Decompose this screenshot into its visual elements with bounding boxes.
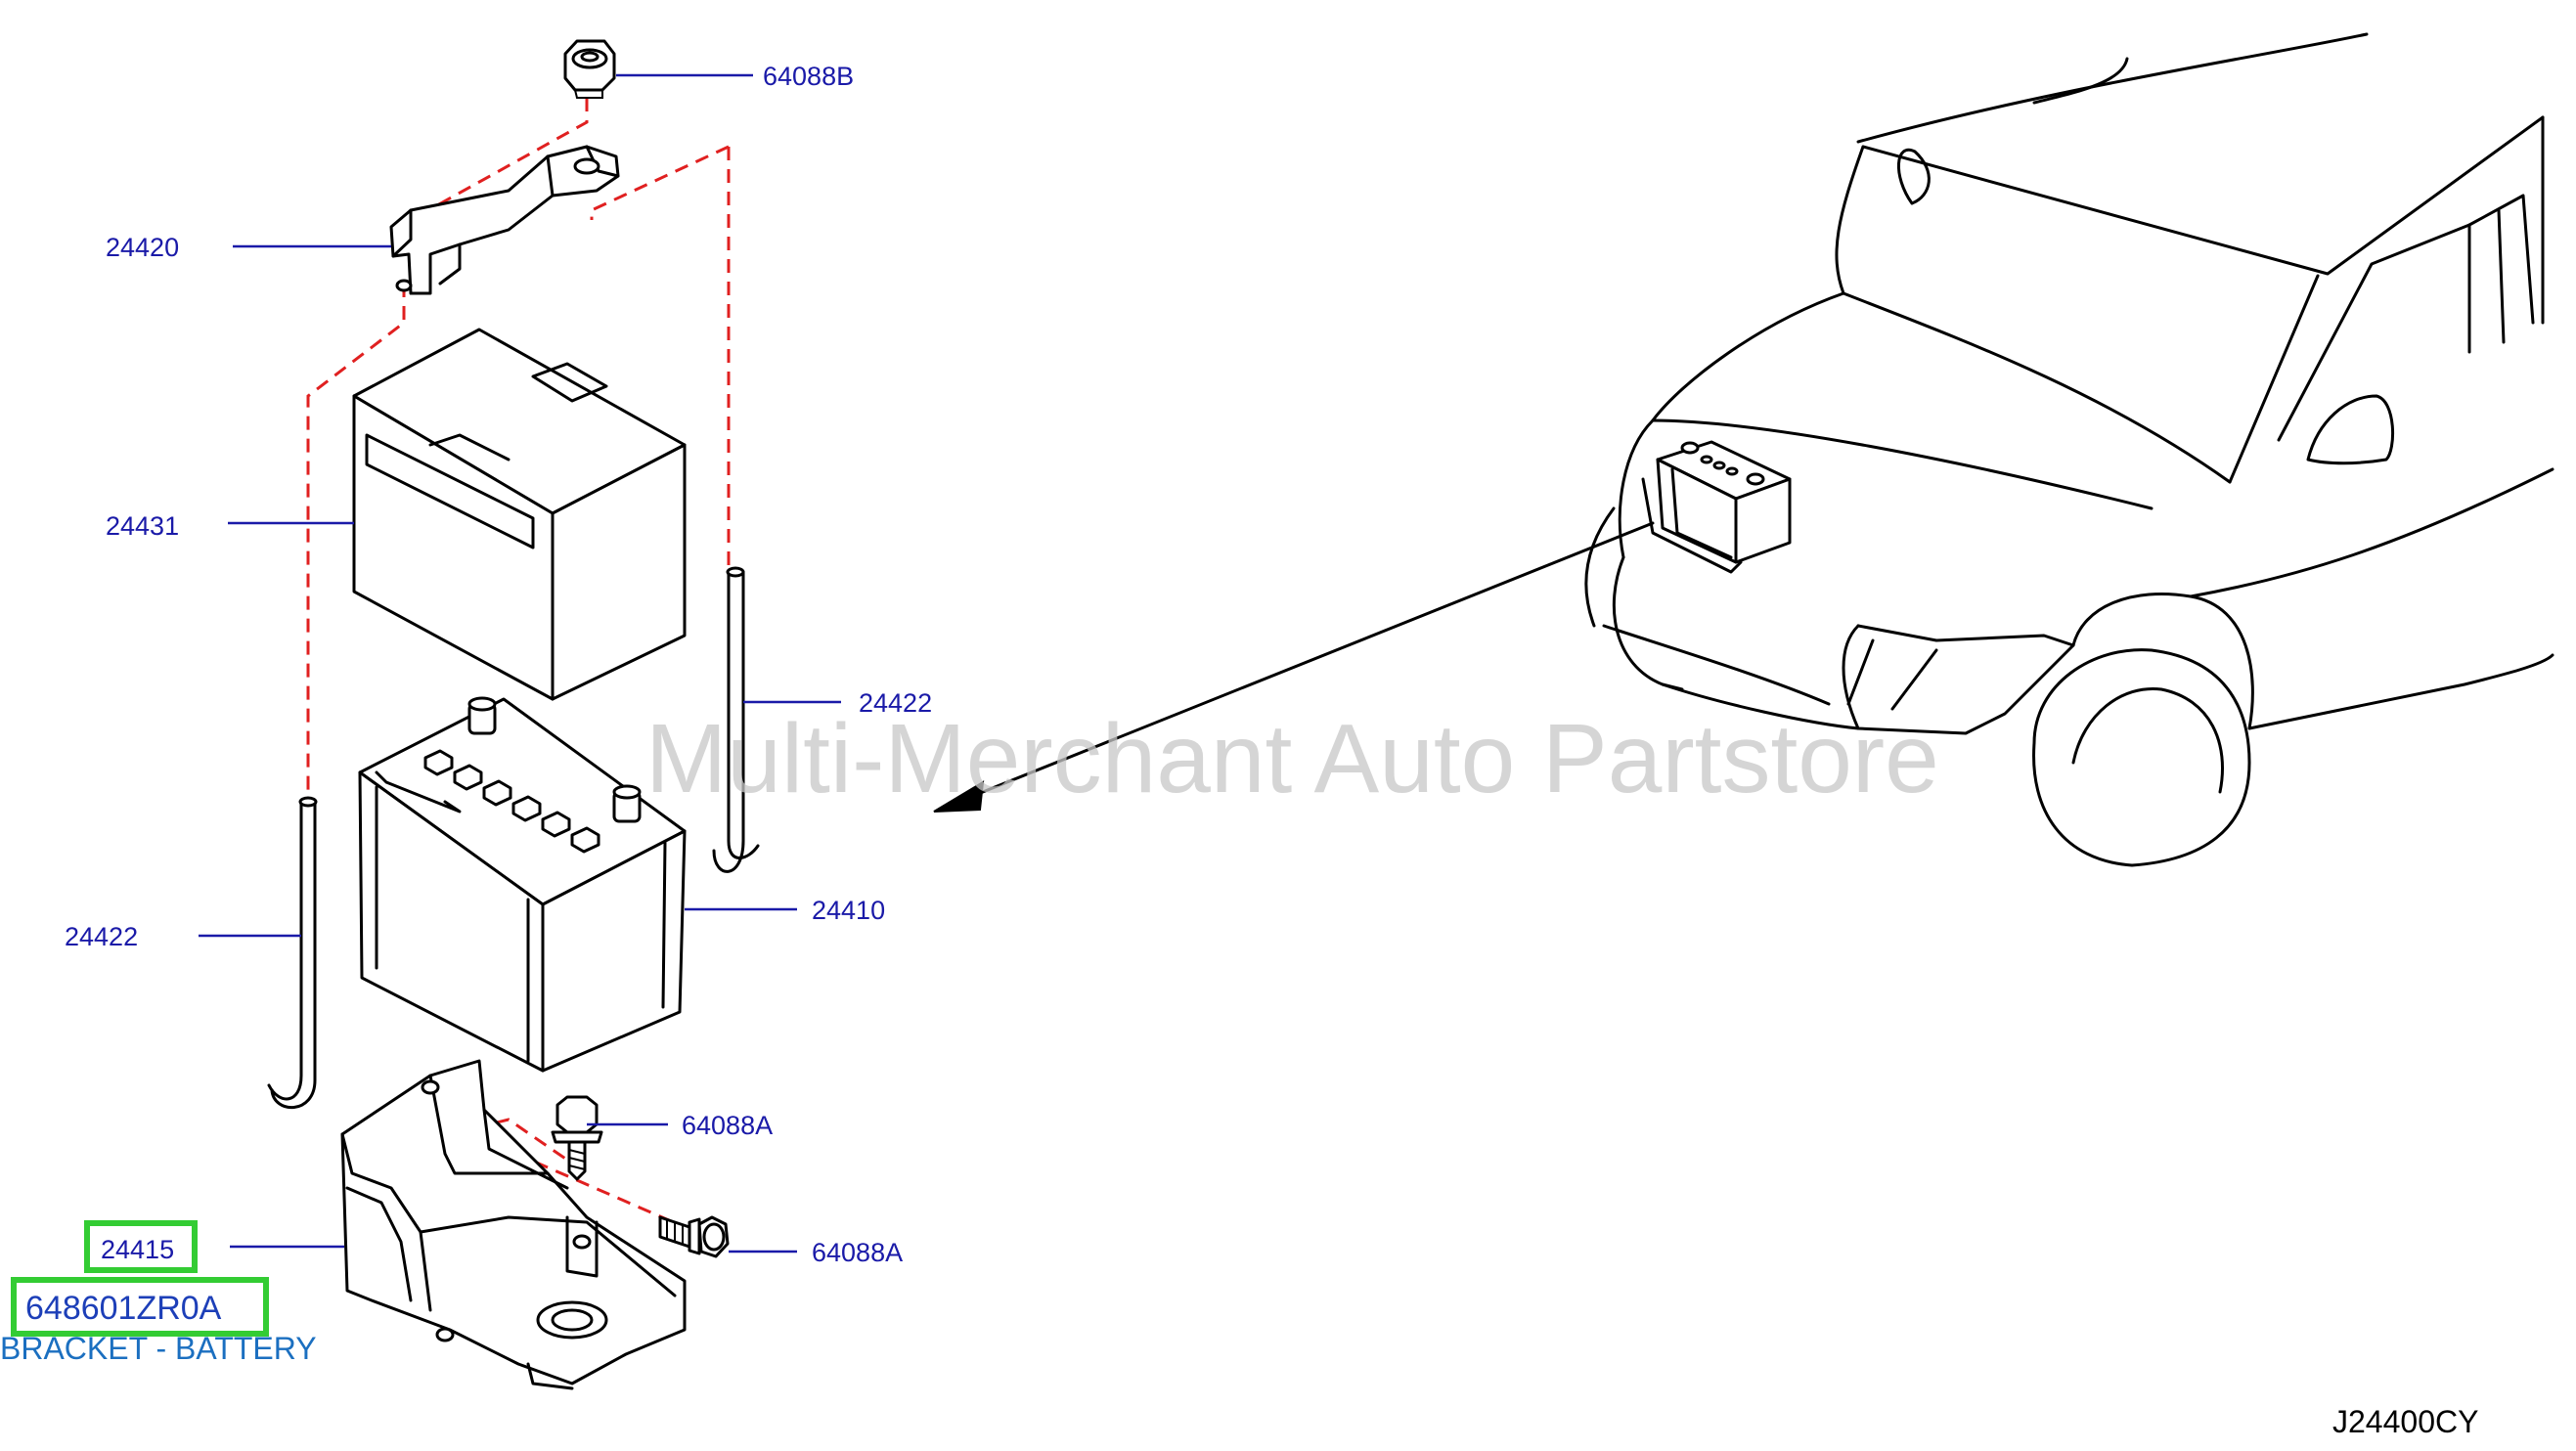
cover-24431-drawing [352, 328, 687, 701]
callout-64088a-side[interactable]: 64088A [812, 1238, 903, 1267]
callout-24415[interactable]: 24415 [101, 1235, 174, 1264]
selected-part-highlight-box [84, 1220, 198, 1273]
watermark-text: Multi-Merchant Auto Partstore [645, 704, 1939, 813]
callout-64088b[interactable]: 64088B [763, 62, 854, 91]
bolt-64088a-vertical-drawing [551, 1095, 603, 1181]
j-bolt-24422-right-drawing [712, 566, 760, 873]
part-code-label[interactable]: 648601ZR0A [25, 1290, 222, 1327]
callout-64088a-top[interactable]: 64088A [682, 1111, 773, 1140]
part-code-highlight-box [11, 1277, 269, 1337]
callout-24422-left[interactable]: 24422 [65, 922, 138, 951]
callout-24420[interactable]: 24420 [106, 233, 179, 262]
bolt-64088a-horizontal-drawing [658, 1215, 730, 1258]
callout-24422-right[interactable]: 24422 [859, 688, 932, 718]
part-description-label: BRACKET - BATTERY [0, 1331, 317, 1366]
battery-24410-drawing [358, 696, 687, 1073]
vehicle-illustration [1584, 32, 2554, 867]
j-bolt-24422-left-drawing [267, 796, 318, 1110]
nut-64088b-drawing [563, 39, 616, 99]
location-arrow [933, 521, 1655, 813]
leader-lines [199, 73, 841, 1253]
clamp-24420-drawing [389, 145, 620, 295]
bracket-24415-drawing [340, 1059, 687, 1390]
callout-24410[interactable]: 24410 [812, 896, 885, 925]
callout-24431[interactable]: 24431 [106, 511, 179, 541]
figure-id: J24400CY [2332, 1404, 2478, 1439]
